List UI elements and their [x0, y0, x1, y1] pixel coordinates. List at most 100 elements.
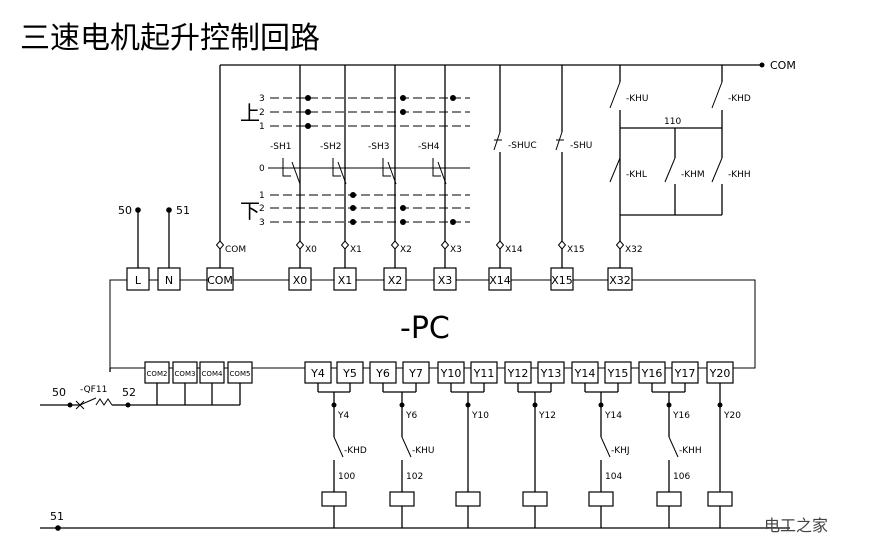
plc-body	[109, 279, 756, 369]
input-terminal-x15	[550, 267, 574, 291]
khl-label: -KHL	[626, 170, 647, 180]
input-wire-label: COM	[225, 245, 246, 255]
down-label: 下	[240, 199, 260, 223]
plc-label: -PC	[400, 311, 450, 346]
output-terminal-label: Y11	[473, 367, 495, 380]
output-terminal-label: Y20	[709, 367, 731, 380]
input-terminal-label: COM	[207, 274, 233, 287]
com-terminal-label: COM4	[202, 370, 223, 378]
terminal-marker	[390, 240, 400, 250]
input-terminal-x0	[288, 267, 312, 291]
coil-number-label: 100	[338, 472, 355, 482]
zero-label: 0	[259, 164, 265, 174]
input-wire-label: X15	[567, 245, 585, 255]
shuc-label: -SHUC	[508, 141, 537, 151]
com-terminal-label: COM3	[175, 370, 196, 378]
relay-coil	[588, 491, 614, 507]
pos-down-1: 1	[259, 191, 265, 201]
input-terminal-x1	[333, 267, 357, 291]
input-terminal-x3	[433, 267, 457, 291]
node-110-label: 110	[664, 117, 681, 127]
input-wire-label: X32	[625, 245, 643, 255]
breaker-label: -QF11	[80, 385, 107, 395]
output-terminal-label: Y5	[342, 367, 357, 380]
output-contact-label: -KHU	[412, 446, 435, 456]
relay-coil	[455, 491, 481, 507]
coil-number-label: 102	[406, 472, 423, 482]
input-terminal-com	[206, 267, 234, 291]
wire-51-bottom: 51	[50, 510, 64, 523]
relay-coil	[389, 491, 415, 507]
output-terminal-label: Y6	[375, 367, 390, 380]
output-terminal-label: Y4	[310, 367, 325, 380]
input-wire-label: X1	[350, 245, 362, 255]
sh4-label: -SH4	[418, 142, 440, 152]
output-contact-label: -KHD	[344, 446, 367, 456]
input-wire-label: X2	[400, 245, 412, 255]
relay-coil	[522, 491, 548, 507]
output-wire-label: Y10	[471, 411, 489, 421]
input-terminal-label: X14	[489, 274, 511, 287]
watermark-text: 电工之家	[764, 516, 828, 533]
relay-coil	[321, 491, 347, 507]
input-wire-label: X3	[450, 245, 462, 255]
terminal-marker	[295, 240, 305, 250]
terminal-marker	[495, 240, 505, 250]
terminal-marker	[340, 240, 350, 250]
wire-52: 52	[122, 386, 136, 399]
diagram-title: 三速电机起升控制回路	[20, 21, 320, 56]
input-terminal-label: X1	[338, 274, 353, 287]
khd-top-label: -KHD	[728, 94, 751, 104]
input-terminal-label: N	[165, 274, 173, 287]
coil-number-label: 106	[673, 472, 690, 482]
pos-up-2: 2	[259, 108, 265, 118]
output-wire-label: Y6	[405, 411, 417, 421]
wire-50-top: 50	[118, 204, 132, 217]
terminal-marker	[215, 240, 225, 250]
output-wire-label: Y4	[337, 411, 349, 421]
pos-up-3: 3	[259, 94, 265, 104]
input-wire-label: X0	[305, 245, 317, 255]
com-bus-label: COM	[770, 59, 796, 72]
wire-51-top: 51	[176, 204, 190, 217]
input-terminal-x2	[383, 267, 407, 291]
terminal-marker	[615, 240, 625, 250]
pos-down-3: 3	[259, 218, 265, 228]
output-wire-label: Y16	[672, 411, 690, 421]
khh-label: -KHH	[728, 170, 751, 180]
coil-number-label: 104	[605, 472, 622, 482]
input-terminal-label: X0	[293, 274, 308, 287]
sh2-label: -SH2	[320, 142, 341, 152]
shu-label: -SHU	[570, 141, 592, 151]
output-terminal-label: Y13	[540, 367, 562, 380]
input-terminal-label: X32	[609, 274, 631, 287]
sh1-label: -SH1	[270, 142, 291, 152]
input-terminal-n	[157, 267, 181, 291]
input-terminal-label: X3	[438, 274, 453, 287]
input-terminal-label: X2	[388, 274, 403, 287]
output-wire-label: Y20	[723, 411, 741, 421]
output-terminal-label: Y14	[574, 367, 596, 380]
output-terminal-label: Y16	[641, 367, 663, 380]
relay-coil	[707, 491, 733, 507]
output-wire-label: Y14	[604, 411, 622, 421]
output-terminal-label: Y12	[507, 367, 529, 380]
output-contact-label: -KHJ	[611, 446, 630, 456]
input-terminal-label: L	[135, 274, 142, 287]
input-wire-markers: COM X0 X1 X2 X3 X14 X15 X32	[215, 240, 643, 268]
output-wire-label: Y12	[538, 411, 556, 421]
input-terminal-x32	[607, 267, 633, 291]
khm-label: -KHM	[681, 170, 705, 180]
output-terminal-label: Y7	[408, 367, 423, 380]
input-terminal-x14	[488, 267, 512, 291]
input-wire-label: X14	[505, 245, 523, 255]
terminal-marker	[557, 240, 567, 250]
up-label: 上	[240, 101, 260, 125]
pos-up-1: 1	[259, 122, 265, 132]
wire-50-bottom: 50	[52, 386, 66, 399]
